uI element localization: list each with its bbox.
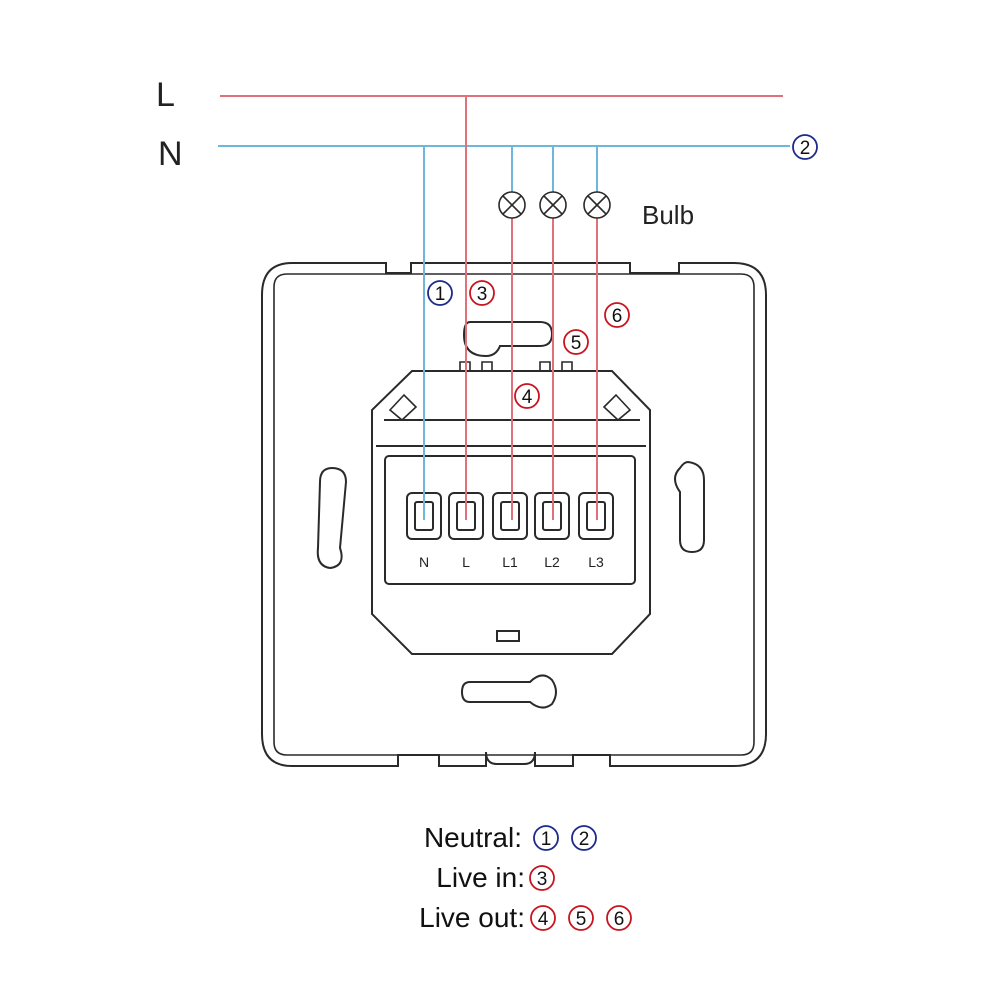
bulb-label: Bulb [642,200,694,230]
terminal-label: L2 [544,554,560,570]
switch-module [371,370,651,655]
marker-number: 6 [612,306,623,327]
marker-number: 3 [477,284,488,305]
terminal-group: N L L1 L2 L3 [406,492,614,570]
marker-circle [792,134,818,160]
terminal-label: N [419,554,429,570]
mounting-slot-top [462,321,554,358]
marker-2: 2 [792,134,818,160]
bulb-3-icon [583,191,611,219]
marker-number: 1 [435,284,446,305]
marker-circle [530,905,556,931]
bulb-2-icon [539,191,567,219]
marker-number: 4 [538,909,549,930]
marker-3: 3 [469,280,495,306]
bulb-group [498,191,611,219]
marker-number: 2 [579,829,590,850]
legend-neutral-label: Neutral: [424,822,522,853]
wire-group [423,96,598,520]
marker-circle [568,905,594,931]
mounting-slot-bottom [460,674,557,709]
legend-marker: 1 [533,825,559,851]
legend-live-in-label: Live in: [436,862,525,893]
marker-circle [533,825,559,851]
marker-circle [427,280,453,306]
legend-marker: 4 [530,905,556,931]
legend-marker: 6 [606,905,632,931]
marker-number: 2 [800,138,811,159]
bulb-1-icon [498,191,526,219]
marker-circle [571,825,597,851]
terminal-l1: L1 [492,492,528,570]
marker-6: 6 [604,302,630,328]
terminal-label: L3 [588,554,604,570]
marker-circle [604,302,630,328]
marker-circle [606,905,632,931]
marker-number: 3 [537,869,548,890]
legend-marker: 3 [529,865,555,891]
marker-4: 4 [514,383,540,409]
legend-live-in-markers: 3 [529,865,555,891]
legend-marker: 2 [571,825,597,851]
legend-live-out-markers: 4 5 6 [530,905,632,931]
marker-number: 4 [522,387,533,408]
mounting-slot-right [674,460,705,554]
marker-circle [529,865,555,891]
legend-live-out-label: Live out: [419,902,525,933]
marker-5: 5 [563,329,589,355]
terminal-block [384,455,636,585]
marker-1: 1 [427,280,453,306]
terminal-label: L1 [502,554,518,570]
neutral-line-label: N [158,135,183,173]
marker-circle [563,329,589,355]
legend-marker: 5 [568,905,594,931]
live-line-label: L [156,76,175,114]
marker-number: 5 [571,333,582,354]
marker-number: 1 [541,829,552,850]
module-indicator [496,630,520,642]
mounting-slot-left [316,466,348,570]
marker-number: 6 [614,909,625,930]
marker-circle [514,383,540,409]
marker-number: 5 [576,909,587,930]
terminal-label: L [462,554,470,570]
switch-plate [261,262,767,767]
marker-circle [469,280,495,306]
